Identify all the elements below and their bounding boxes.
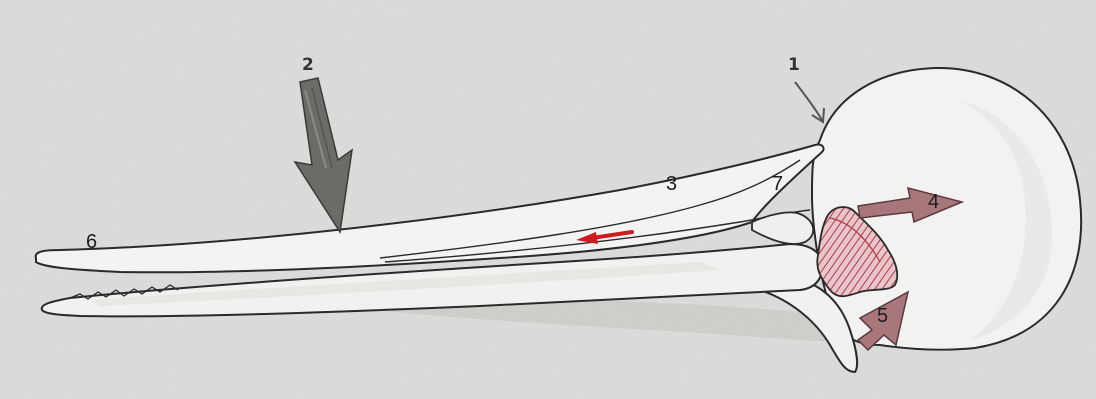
label-5: 5 [877,305,888,327]
label-3: 3 [666,173,677,195]
label-6: 6 [86,231,97,253]
label-4: 4 [928,191,939,213]
label-2: 2 [302,55,314,75]
label-7: 7 [772,173,783,195]
label-1: 1 [788,55,800,75]
